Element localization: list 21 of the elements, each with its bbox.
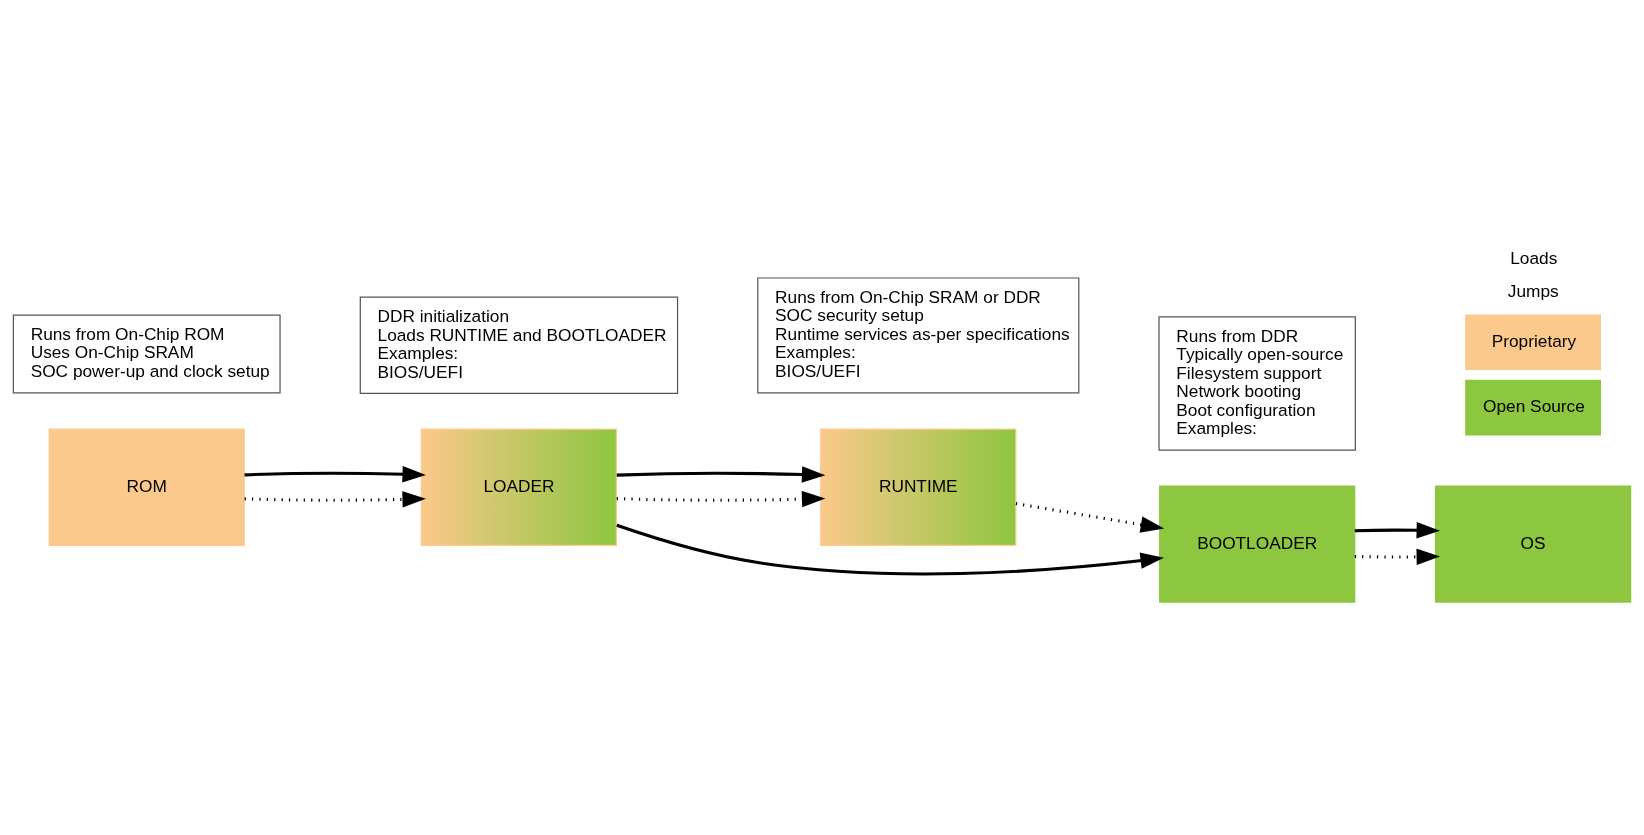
legend-label: Proprietary <box>1491 330 1577 351</box>
legend-label: Open Source <box>1483 396 1585 417</box>
legend-label: Loads <box>1510 248 1558 269</box>
node-box: DDR initialization Loads RUNTIME and BOOTLOADER Examples: BIOS/UEFI <box>359 296 679 395</box>
arrow <box>1015 502 1165 533</box>
arrow <box>616 523 1164 576</box>
node-box: ROM <box>48 428 245 546</box>
legend-label: Jumps <box>1507 281 1559 302</box>
arrow <box>244 491 426 508</box>
arrow <box>1354 548 1441 566</box>
arrow <box>1354 522 1441 539</box>
arrow <box>616 466 826 483</box>
node-box: LOADER <box>420 428 618 546</box>
node-box: Runs from On-Chip ROM Uses On-Chip SRAM SOC power-up and clock setup <box>12 314 281 394</box>
node-box: BOOTLOADER <box>1159 485 1356 603</box>
node-box: Runs from DDR Typically open-source Filesystem support Network booting Boot configuration Examples: <box>1158 316 1356 451</box>
node-box: RUNTIME <box>820 428 1017 546</box>
arrow <box>244 466 426 483</box>
node-box: Runs from On-Chip SRAM or DDR SOC security setup Runtime services as-per specifications Examples: BIOS/UEFI <box>757 277 1080 394</box>
arrow <box>616 490 826 508</box>
node-box: OS <box>1434 485 1632 603</box>
